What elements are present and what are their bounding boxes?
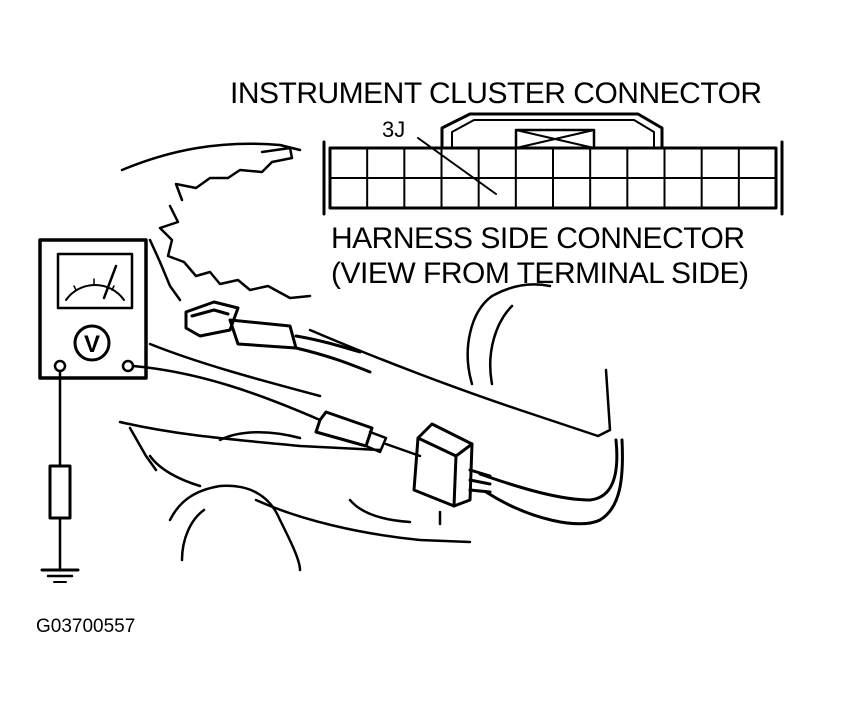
- meter-mode-symbol: V: [84, 331, 100, 358]
- positive-jack-icon: [121, 359, 135, 373]
- terminal-pointer-line: [417, 137, 497, 195]
- terminal-3j-label: 3J: [382, 117, 405, 142]
- cluster-connector-label: INSTRUMENT CLUSTER CONNECTOR: [230, 77, 762, 110]
- harness-connector-label: HARNESS SIDE CONNECTOR: [331, 222, 745, 255]
- positive-probe-lead: [131, 364, 422, 458]
- ground-symbol-icon: [40, 568, 80, 583]
- ground-lead: [40, 369, 80, 583]
- negative-jack-icon: [53, 359, 67, 373]
- latch-x-icon: [514, 128, 596, 150]
- dashboard-outline: [118, 142, 612, 572]
- voltage-dial-icon: [73, 324, 111, 362]
- harness-connector: [322, 112, 784, 216]
- cluster-connector-body: [412, 422, 624, 526]
- inline-connector-upper: [184, 300, 372, 374]
- meter-needle: [102, 264, 118, 300]
- connector-terminal-cells: [366, 148, 740, 208]
- figure-id: G03700557: [36, 616, 135, 637]
- voltmeter: V: [38, 238, 148, 380]
- probe-tip: [314, 410, 374, 448]
- resistor-icon: [48, 464, 72, 520]
